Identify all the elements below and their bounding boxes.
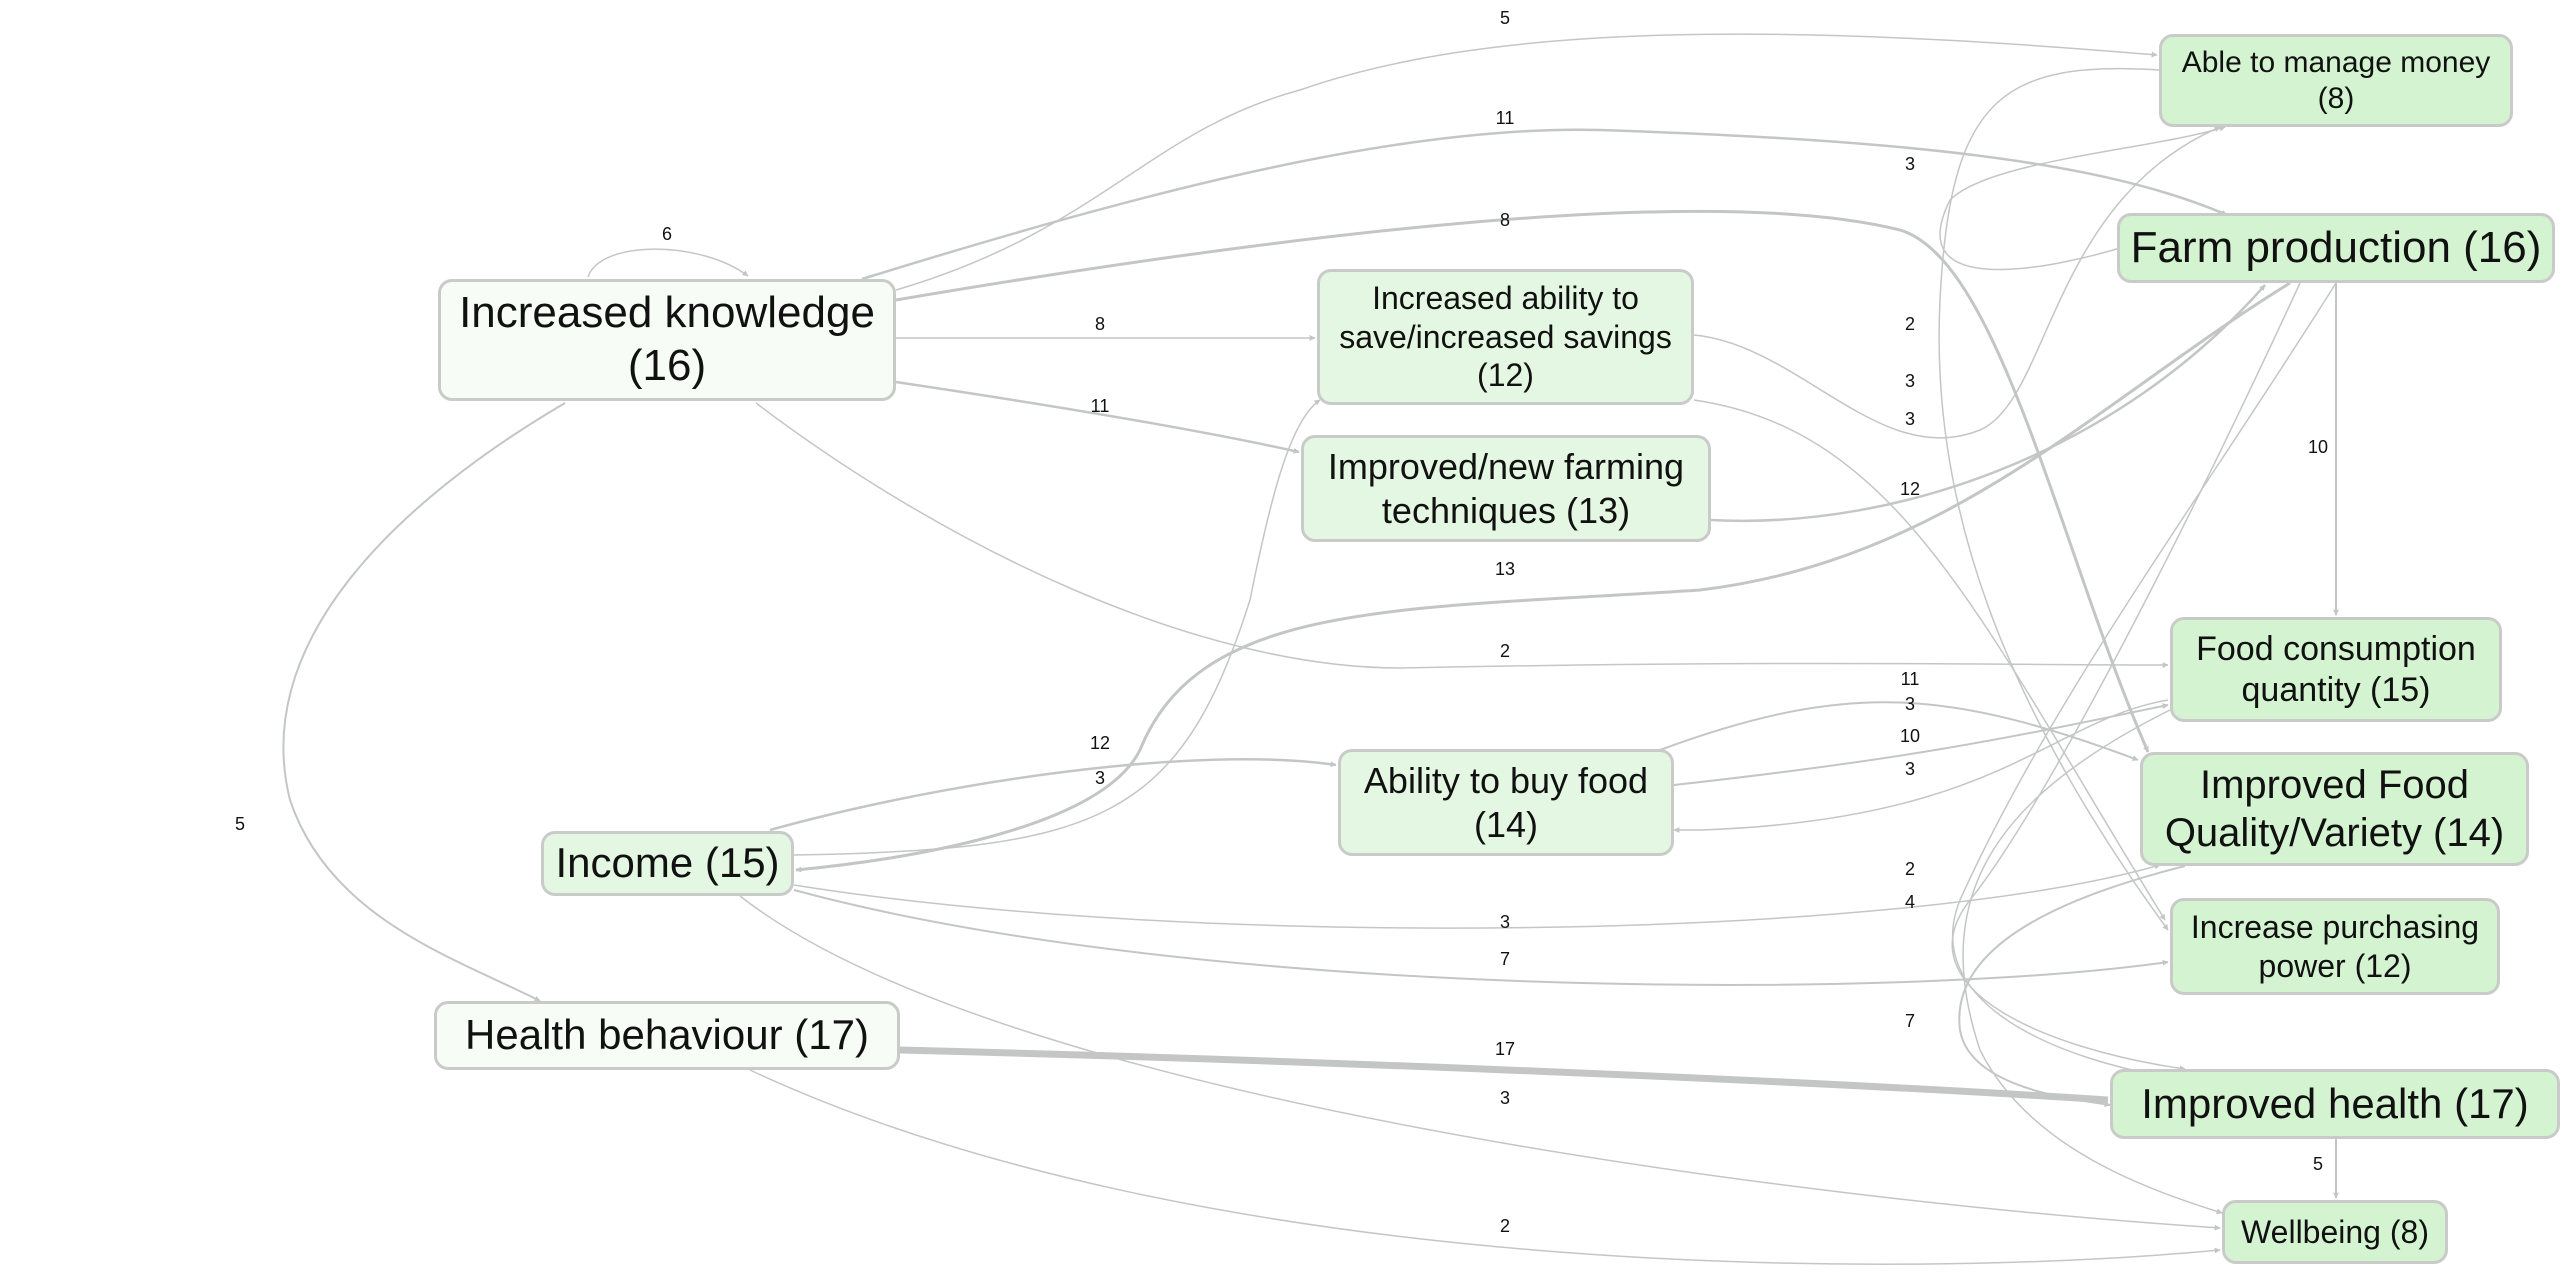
edge-count-label: 7 [1905,1011,1915,1031]
edge-path [1693,126,2221,439]
node-label: Increased ability to save/increased savi… [1339,280,1672,394]
edge-path [1952,282,2337,1083]
node-label: Farm production (16) [2130,222,2542,272]
node-improved-health[interactable]: Improved health (17) [2110,1069,2560,1139]
edge-path [1693,399,2166,921]
edge-path [1673,699,2169,833]
node-manage-money[interactable]: Able to manage money (8) [2159,34,2513,127]
edge-path [1958,865,2186,1108]
node-label: Ability to buy food (14) [1363,760,1649,845]
node-purchasing-power[interactable]: Increase purchasing power (12) [2170,898,2500,995]
edge-count-label: 17 [1495,1039,1515,1059]
edge-path [861,128,2228,281]
edge-count-label: 2 [1500,1216,1510,1236]
edge-count-label: 8 [1095,314,1105,334]
node-ability-buy-food[interactable]: Ability to buy food (14) [1338,749,1674,856]
edge-count-label: 3 [1905,694,1915,714]
node-wellbeing[interactable]: Wellbeing (8) [2222,1200,2448,1264]
edge-count-label: 5 [2313,1154,2323,1174]
edge-count-label: 5 [235,814,245,834]
node-increased-savings[interactable]: Increased ability to save/increased savi… [1317,269,1694,405]
node-label: Increase purchasing power (12) [2190,909,2480,984]
edge-path [1659,701,2139,761]
edge-path [895,33,2158,291]
edge-count-label: 3 [1905,371,1915,391]
edge-path [755,402,2169,669]
edge-count-label: 13 [1495,559,1515,579]
node-label: Food consumption quantity (15) [2196,629,2476,709]
edge-path [793,399,1321,856]
edge-count-label: 3 [1095,768,1105,788]
edge-path [1673,703,2169,786]
node-farm-production[interactable]: Farm production (16) [2117,213,2555,283]
edge-path [739,895,2221,1231]
edge-count-label: 3 [1500,912,1510,932]
node-food-quantity[interactable]: Food consumption quantity (15) [2170,617,2502,722]
edge-count-label: 11 [1901,669,1920,689]
edge-path [793,863,2161,929]
edge-count-label: 10 [2308,437,2328,457]
node-label: Improved Food Quality/Variety (14) [2164,763,2505,855]
edge-path [1962,709,2223,1215]
edge-count-label: 8 [1500,210,1510,230]
edge-count-label: 10 [1900,726,1920,746]
edge-count-label: 4 [1905,892,1915,912]
edge-path [282,402,566,1002]
edge-path [1939,125,2226,271]
edge-count-label: 11 [1091,396,1110,416]
edge-count-label: 3 [1905,154,1915,174]
edge-count-label: 3 [1500,1088,1510,1108]
edge-path [895,209,2150,753]
edge-count-label: 2 [1905,859,1915,879]
edge-count-label: 5 [1500,8,1510,28]
edge-path [1938,67,2169,931]
edge-count-label: 2 [1500,641,1510,661]
edge-count-label: 12 [1900,479,1920,499]
edge-count-label: 12 [1090,733,1110,753]
node-label: Income (15) [555,839,780,887]
edge-path [769,758,1337,832]
node-label: Health behaviour (17) [465,1011,869,1059]
edge-count-label: 3 [1905,759,1915,779]
edge-path [587,248,749,278]
node-label: Wellbeing (8) [2241,1213,2429,1250]
edge-path [899,1046,2109,1104]
edge-path [1710,284,2266,523]
node-food-quality[interactable]: Improved Food Quality/Variety (14) [2140,752,2529,866]
edge-path [1951,282,2301,1072]
node-income[interactable]: Income (15) [541,831,794,896]
node-farming-techniques[interactable]: Improved/new farming techniques (13) [1301,435,1711,542]
edge-path [895,380,1300,454]
edge-count-label: 7 [1500,949,1510,969]
edge-path [749,1069,2221,1265]
edge-count-label: 3 [1905,409,1915,429]
node-label: Improved health (17) [2141,1079,2529,1127]
edge-count-label: 6 [662,224,672,244]
edge-count-label: 11 [1496,108,1515,128]
edge-path [793,889,2169,986]
node-label: Able to manage money (8) [2181,45,2491,115]
node-health-behaviour[interactable]: Health behaviour (17) [434,1001,900,1070]
node-label: Increased knowledge (16) [459,288,875,390]
node-increased-knowledge[interactable]: Increased knowledge (16) [438,279,896,401]
edge-path [795,281,2291,873]
edge-count-label: 2 [1905,314,1915,334]
node-label: Improved/new farming techniques (13) [1327,446,1685,531]
